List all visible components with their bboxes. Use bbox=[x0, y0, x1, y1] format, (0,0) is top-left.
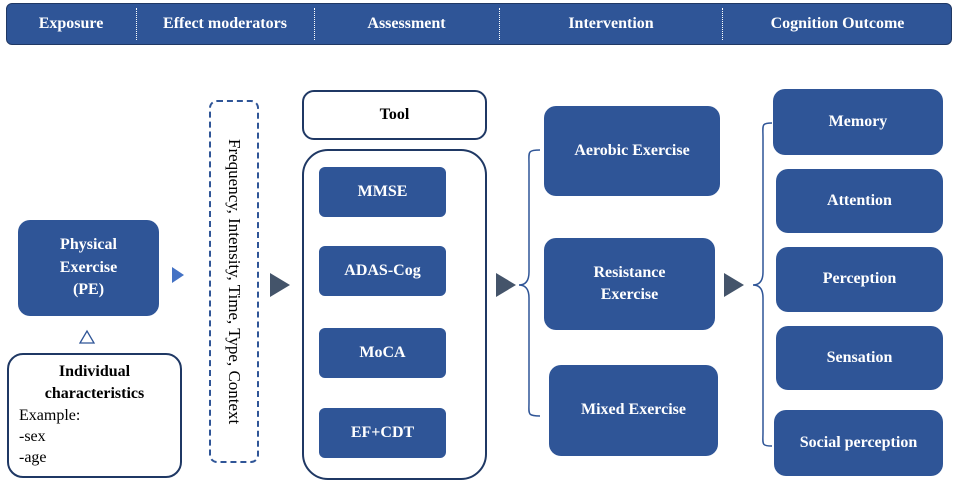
arrow-icon bbox=[172, 267, 184, 283]
outcome-sensation: Sensation bbox=[776, 326, 943, 390]
bracket-intervention bbox=[518, 149, 541, 417]
outcome-social-perception: Social perception bbox=[774, 410, 943, 476]
effect-moderators-box bbox=[209, 100, 259, 463]
header-divider bbox=[136, 8, 137, 40]
tool-label: Tool bbox=[379, 106, 410, 123]
header-divider bbox=[314, 8, 315, 40]
intervention-resistance: Resistance Exercise bbox=[544, 238, 715, 330]
tool-label: EF+CDT bbox=[350, 423, 415, 441]
header-exposure: Exposure bbox=[38, 15, 104, 32]
arrow-icon bbox=[724, 273, 744, 297]
tool-adas-cog: ADAS-Cog bbox=[319, 246, 446, 296]
outcome-memory: Memory bbox=[773, 89, 943, 155]
triangle-up-icon bbox=[78, 329, 96, 344]
outcome-label: Attention bbox=[827, 191, 892, 209]
intervention-aerobic: Aerobic Exercise bbox=[544, 106, 720, 196]
header-divider bbox=[499, 8, 500, 40]
tool-box: Tool bbox=[302, 90, 487, 140]
intervention-label: Aerobic Exercise bbox=[574, 141, 690, 159]
effect-moderators-text: Frequency, Intensity, Time, Type, Contex… bbox=[225, 138, 244, 425]
arrow-icon bbox=[496, 273, 516, 297]
outcome-label: Sensation bbox=[826, 348, 893, 366]
physical-exercise-label: Physical Exercise (PE) bbox=[59, 236, 118, 299]
header-assessment: Assessment bbox=[367, 15, 446, 32]
tool-label: MMSE bbox=[357, 182, 408, 200]
header-effect-moderators: Effect moderators bbox=[163, 15, 287, 32]
list-item: -sex bbox=[19, 427, 46, 445]
effect-moderators-text-wrap: Frequency, Intensity, Time, Type, Contex… bbox=[209, 100, 259, 463]
header-cognition-outcome: Cognition Outcome bbox=[770, 15, 905, 32]
header-bar bbox=[6, 3, 952, 45]
list-item: -age bbox=[19, 448, 47, 466]
outcome-label: Social perception bbox=[799, 433, 918, 451]
intervention-label: Resistance Exercise bbox=[593, 263, 666, 303]
example-label: Example: bbox=[19, 407, 81, 425]
intervention-label: Mixed Exercise bbox=[580, 401, 686, 419]
tool-label: ADAS-Cog bbox=[344, 261, 421, 279]
tool-mmse: MMSE bbox=[319, 167, 446, 217]
tool-label: MoCA bbox=[359, 343, 406, 361]
bracket-outcome bbox=[752, 122, 773, 447]
intervention-mixed: Mixed Exercise bbox=[549, 365, 718, 456]
outcome-perception: Perception bbox=[776, 247, 943, 312]
outcome-attention: Attention bbox=[776, 169, 943, 233]
header-intervention: Intervention bbox=[568, 15, 654, 32]
tool-ef-cdt: EF+CDT bbox=[319, 408, 446, 458]
individual-characteristics-title: Individual characteristics bbox=[44, 363, 145, 402]
individual-characteristics-box: Individual characteristics Example: -sex… bbox=[7, 353, 182, 478]
tool-moca: MoCA bbox=[319, 328, 446, 378]
outcome-label: Memory bbox=[828, 112, 888, 130]
physical-exercise-box: Physical Exercise (PE) bbox=[18, 220, 159, 316]
outcome-label: Perception bbox=[822, 270, 897, 288]
arrow-icon bbox=[270, 273, 290, 297]
header-divider bbox=[722, 8, 723, 40]
